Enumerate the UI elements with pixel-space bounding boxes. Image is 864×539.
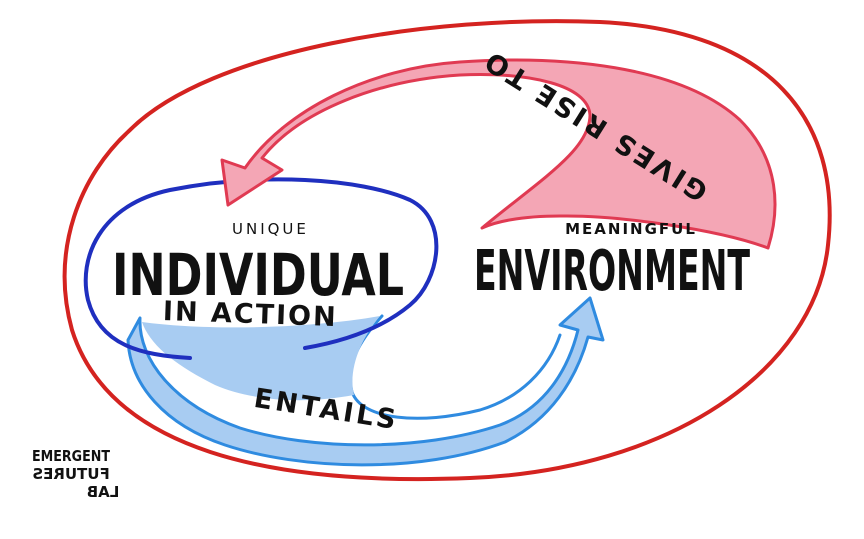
logo-line-2: FUTURES: [32, 465, 109, 483]
logo-line-3: LAB: [87, 483, 120, 501]
environment-title: ENVIRONMENT: [474, 239, 750, 304]
outer-ellipse: [62, 19, 832, 482]
environment-qualifier: MEANINGFUL: [565, 220, 697, 238]
individual-qualifier: UNIQUE: [232, 220, 309, 238]
gives-rise-arrow: [220, 58, 777, 250]
individual-loop: [83, 177, 439, 360]
individual-title: INDIVIDUAL: [112, 241, 404, 309]
emergent-futures-lab-logo: EMERGENT FUTURES LAB: [32, 447, 119, 501]
individual-subtitle: IN ACTION: [162, 296, 338, 333]
entails-arrow-band: [142, 316, 380, 401]
logo-line-1: EMERGENT: [32, 447, 111, 465]
entails-arrow: [126, 296, 605, 467]
